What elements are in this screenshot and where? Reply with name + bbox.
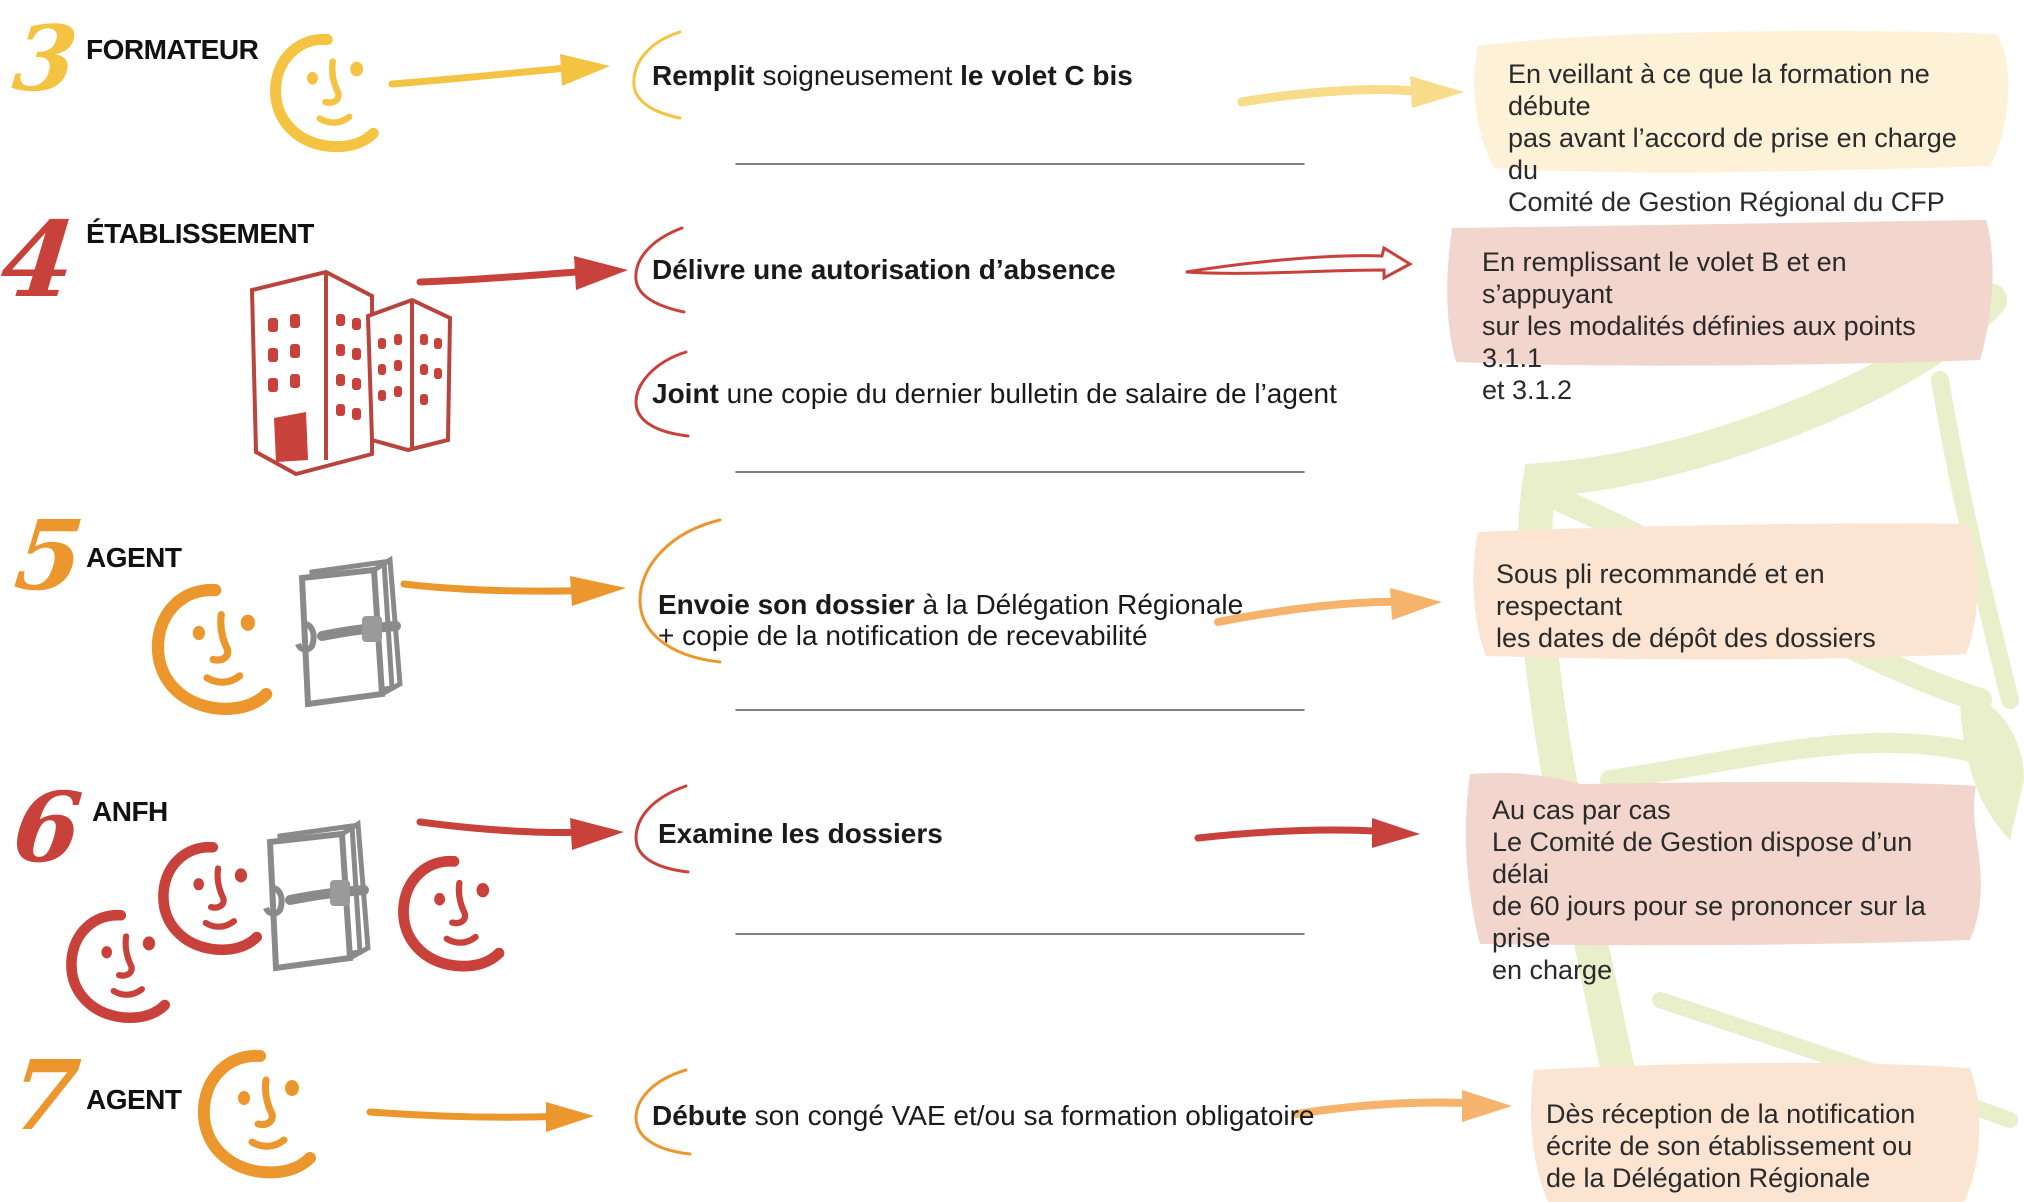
action-3-text-1: soigneusement bbox=[754, 60, 961, 91]
action-5-envoie: Envoie son dossier à la Délégation Régio… bbox=[658, 558, 1243, 651]
action-4-joint: Joint une copie du dernier bulletin de s… bbox=[652, 378, 1337, 409]
arrow-action-to-note-7 bbox=[1292, 1090, 1512, 1122]
actor-label-3: FORMATEUR bbox=[86, 34, 259, 65]
arrow-actor-to-action-4 bbox=[416, 256, 628, 290]
action-4a-bold: Délivre une autorisation d’absence bbox=[652, 254, 1116, 285]
note-shape-6 bbox=[1465, 773, 1981, 946]
bracket-3 bbox=[632, 30, 682, 120]
actor-label-7: AGENT bbox=[86, 1084, 182, 1115]
bracket-4b bbox=[634, 350, 690, 438]
arrow-action-to-note-5 bbox=[1214, 588, 1442, 626]
note-7: Dès réception de la notification écrite … bbox=[1546, 1099, 1916, 1193]
action-6-bold: Examine les dossiers bbox=[658, 818, 943, 849]
action-4-delivre: Délivre une autorisation d’absence bbox=[652, 254, 1116, 285]
action-5-bold: Envoie son dossier bbox=[658, 589, 915, 620]
note-shape-3 bbox=[1474, 30, 2009, 173]
actor-label-6: ANFH bbox=[92, 796, 168, 827]
arrow-actor-to-action-3 bbox=[388, 54, 610, 88]
buildings-icon bbox=[249, 269, 453, 477]
actor-label-4: ÉTABLISSEMENT bbox=[86, 218, 314, 249]
action-6-examine: Examine les dossiers bbox=[658, 818, 943, 849]
action-3-remplit: Remplit soigneusement le volet C bis bbox=[652, 60, 1133, 91]
action-7-bold: Débute bbox=[652, 1100, 747, 1131]
arrow-action-to-note-6 bbox=[1194, 818, 1420, 848]
action-4b-text: une copie du dernier bulletin de salaire… bbox=[718, 378, 1337, 409]
action-5-text: à la Délégation Régionale + copie de la … bbox=[658, 589, 1244, 651]
arrow-actor-to-action-5 bbox=[400, 576, 626, 606]
action-3-bold-2: le volet C bis bbox=[960, 60, 1133, 91]
arrow-action-to-note-3 bbox=[1237, 76, 1464, 108]
bracket-7 bbox=[634, 1068, 692, 1156]
note-5: Sous pli recommandé et en respectant les… bbox=[1496, 559, 1876, 653]
note-shape-7 bbox=[1530, 1062, 1980, 1202]
note-6: Au cas par cas Le Comité de Gestion disp… bbox=[1492, 795, 1926, 985]
action-4b-bold: Joint bbox=[652, 378, 719, 409]
bracket-6 bbox=[634, 784, 690, 874]
note-shape-4 bbox=[1447, 220, 1993, 366]
note-3: En veillant à ce que la formation ne déb… bbox=[1508, 59, 1957, 217]
arrow-action-to-note-4 bbox=[1185, 245, 1414, 281]
actor-label-5: AGENT bbox=[86, 542, 182, 573]
bracket-4a bbox=[634, 226, 686, 314]
bracket-5 bbox=[638, 518, 722, 664]
action-7-text: son congé VAE et/ou sa formation obligat… bbox=[746, 1100, 1315, 1131]
note-4: En remplissant le volet B et en s’appuya… bbox=[1482, 247, 1916, 405]
note-shape-5 bbox=[1473, 523, 1978, 660]
action-3-bold-1: Remplit bbox=[652, 60, 755, 91]
arrow-actor-to-action-7 bbox=[366, 1102, 594, 1132]
arrow-actor-to-action-6 bbox=[416, 818, 624, 850]
action-7-debute: Débute son congé VAE et/ou sa formation … bbox=[652, 1100, 1315, 1131]
